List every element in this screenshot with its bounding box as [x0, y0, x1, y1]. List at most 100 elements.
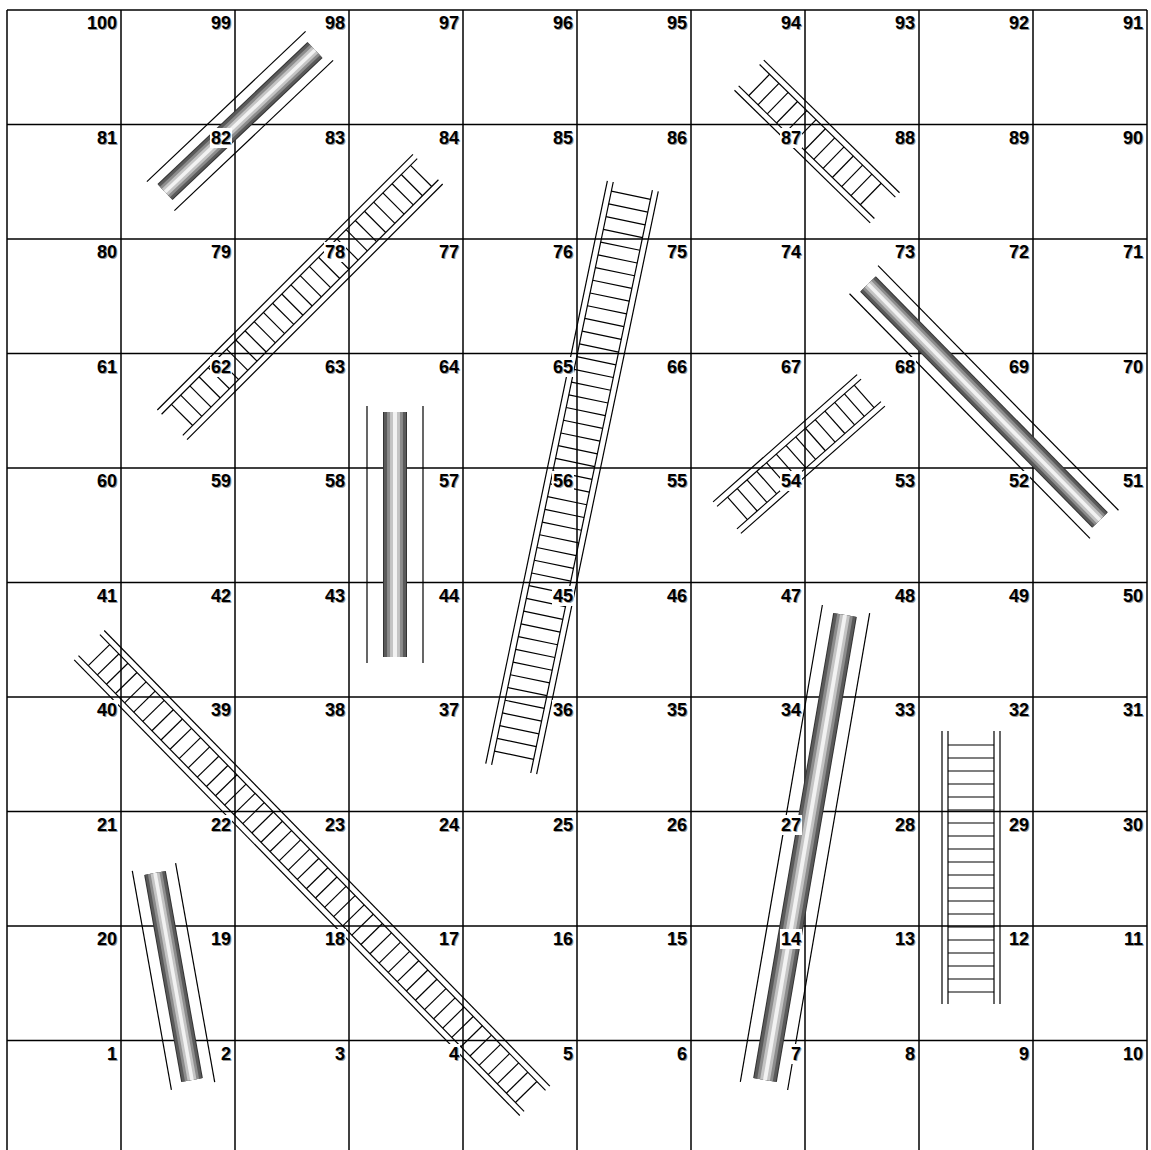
board-cell: 100: [86, 13, 118, 33]
cell-number: 30: [1122, 815, 1144, 835]
ladder-rung: [505, 700, 544, 708]
ladder-rung: [254, 322, 275, 343]
grid-line: [7, 9, 1147, 11]
ladder-rung: [443, 1007, 464, 1028]
ladder-rung: [406, 970, 427, 991]
ladder-rung: [263, 312, 284, 333]
cell-number: 88: [894, 128, 916, 148]
ladder-rung: [537, 548, 576, 556]
ladder-rung: [325, 886, 346, 907]
ladder-rung: [497, 1063, 518, 1084]
board-cell: 84: [438, 128, 460, 148]
cell-number: 4: [448, 1044, 460, 1064]
snake-body: [155, 873, 192, 1080]
cell-number: 62: [210, 357, 232, 377]
ladder-rung: [245, 331, 266, 352]
board-cell: 73: [894, 242, 916, 262]
snake: [740, 605, 869, 1090]
cell-number: 9: [1018, 1044, 1030, 1064]
cell-number: 40: [96, 700, 118, 720]
board-cell: 91: [1122, 13, 1144, 33]
cell-number: 1: [106, 1044, 118, 1064]
ladder-rail: [947, 731, 948, 1004]
cell-number: 58: [324, 471, 346, 491]
snake-body: [383, 412, 407, 657]
board-cell: 15: [666, 929, 688, 949]
ladder-rail: [74, 660, 520, 1116]
ladder-rung: [593, 280, 632, 288]
board-cell: 55: [666, 471, 688, 491]
snake-outline: [147, 31, 306, 181]
ladder-rung: [515, 1082, 536, 1103]
board-cell: 21: [96, 815, 118, 835]
ladder-rung: [786, 445, 806, 467]
board-cell: 30: [1122, 815, 1144, 835]
grid-lines: [7, 10, 1147, 1150]
ladder-rung: [199, 377, 220, 398]
snake-body: [165, 50, 315, 192]
ladder-rung: [425, 989, 446, 1010]
snake-body: [165, 50, 315, 192]
ladder-rung: [558, 446, 597, 454]
board-cell: 40: [96, 700, 118, 720]
board-cell: 75: [666, 242, 688, 262]
cell-number: 32: [1008, 700, 1030, 720]
ladder-rung: [216, 775, 237, 796]
board-cell: 10: [1122, 1044, 1144, 1064]
cell-number: 57: [438, 471, 460, 491]
board-cell: 9: [1018, 1044, 1030, 1064]
cell-number: 12: [1008, 929, 1030, 949]
ladder-rung: [561, 433, 600, 441]
cell-number: 26: [666, 815, 688, 835]
ladder-rung: [842, 165, 863, 186]
ladder-rung: [609, 204, 648, 212]
ladder-rail: [157, 154, 413, 410]
cell-number: 36: [552, 700, 574, 720]
cell-number: 5: [562, 1044, 574, 1064]
cell-number: 21: [96, 815, 118, 835]
ladder-rung: [524, 611, 563, 619]
board-cell: 71: [1122, 242, 1144, 262]
grid-line: [918, 10, 920, 1150]
cell-number: 29: [1008, 815, 1030, 835]
snake-body: [765, 615, 845, 1080]
cell-number: 10: [1122, 1044, 1144, 1064]
board-cell: 77: [438, 242, 460, 262]
ladder-rung: [948, 913, 994, 914]
ladder-rung: [225, 784, 246, 805]
ladder-rail: [764, 60, 900, 193]
ladder-rung: [948, 848, 994, 849]
ladder-rung: [506, 1072, 527, 1093]
ladder-rung: [355, 220, 376, 241]
board-cell: 19: [210, 929, 232, 949]
ladder-rung: [851, 174, 872, 195]
ladder-rung: [197, 756, 218, 777]
cell-number: 24: [438, 815, 460, 835]
ladder-rung: [603, 229, 642, 237]
cell-number: 74: [780, 242, 802, 262]
board-cell: 99: [210, 13, 232, 33]
ladder-rung: [564, 420, 603, 428]
board-cell: 61: [96, 357, 118, 377]
ladder-rail: [104, 630, 550, 1086]
ladder-rung: [234, 793, 255, 814]
ladder-rung: [796, 437, 816, 459]
ladder-rung: [804, 129, 825, 150]
ladder-rung: [815, 420, 835, 442]
ladder-rung: [125, 682, 146, 703]
cell-number: 7: [790, 1044, 802, 1064]
ladder-rail: [531, 190, 653, 773]
ladder-rung: [577, 357, 616, 365]
board-cell: 16: [552, 929, 574, 949]
board-cell: 23: [324, 815, 346, 835]
ladder-rung: [948, 900, 994, 901]
snake-body: [765, 615, 845, 1080]
grid-line: [7, 811, 1147, 813]
ladder-rung: [315, 877, 336, 898]
ladder: [734, 60, 899, 223]
snake: [132, 863, 214, 1090]
ladder: [942, 731, 1000, 1004]
cell-number: 70: [1122, 357, 1144, 377]
grid-line: [690, 10, 692, 1150]
cell-number: 25: [552, 815, 574, 835]
